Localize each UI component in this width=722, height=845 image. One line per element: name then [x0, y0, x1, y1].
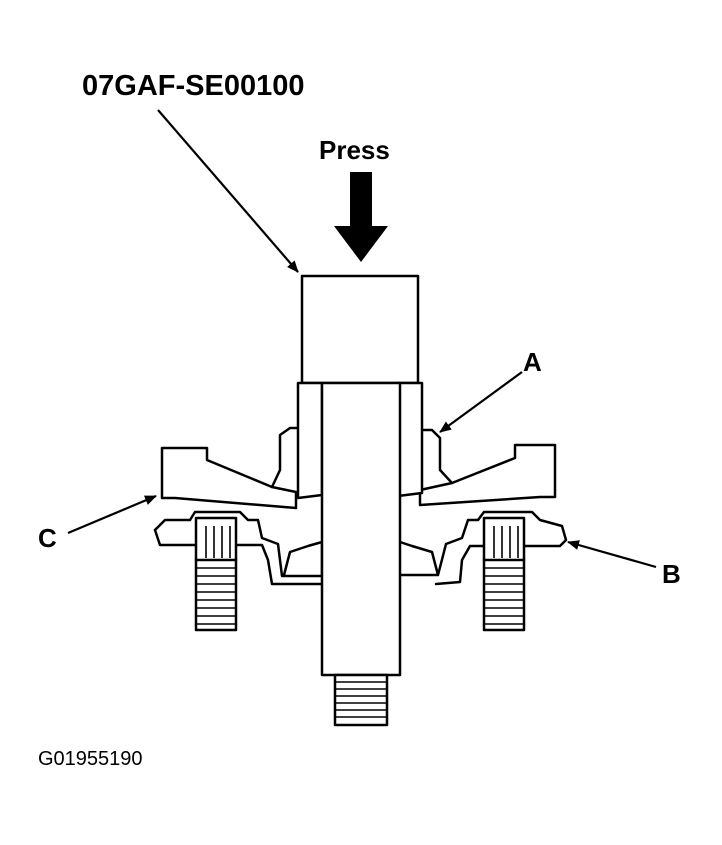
- press-label: Press: [319, 135, 390, 165]
- callout-c: C: [38, 523, 57, 553]
- callout-b: B: [662, 559, 681, 589]
- leader-tool: [157, 109, 299, 273]
- stud-right-threads: [484, 526, 524, 625]
- flange-c-left: [160, 446, 298, 510]
- tool-sleeve-right: [396, 381, 424, 498]
- stud-left-threads: [196, 526, 236, 625]
- flange-right-hub: [420, 428, 454, 485]
- press-arrow: [334, 172, 388, 262]
- flange-c-left-hub: [270, 426, 300, 489]
- tool-number-label: 07GAF-SE00100: [82, 70, 305, 102]
- press-tool: [300, 274, 420, 385]
- hub-bearing-b: [153, 510, 568, 586]
- axle-shaft: [320, 381, 402, 677]
- figure-id: G01955190: [38, 748, 143, 770]
- leader-c: [67, 494, 157, 535]
- leader-b: [567, 540, 657, 569]
- tool-sleeve-left: [296, 381, 324, 500]
- leader-a: [439, 371, 523, 433]
- axle-threads: [335, 681, 387, 718]
- hub-bearing-b-outline-left: [153, 528, 324, 586]
- callout-a: A: [523, 347, 542, 377]
